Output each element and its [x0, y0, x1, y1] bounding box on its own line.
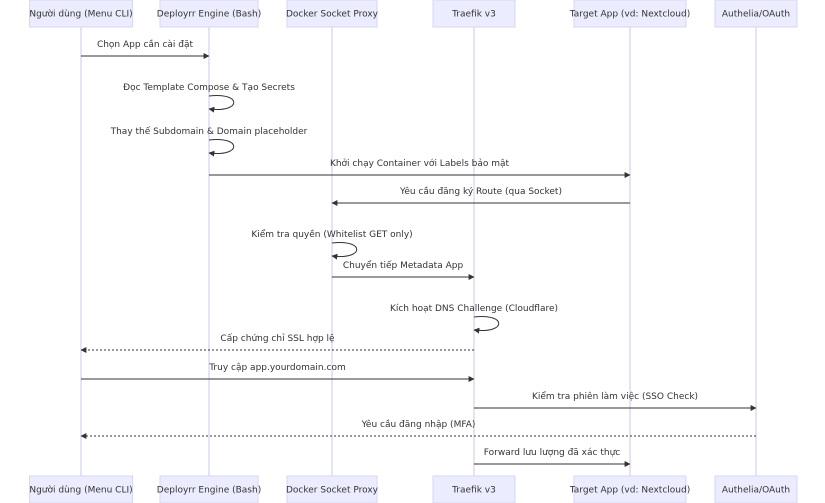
message-label: Đọc Template Compose & Tạo Secrets	[123, 83, 295, 93]
participant-box	[573, 0, 687, 28]
participant-top: Người dùng (Menu CLI)	[29, 0, 133, 28]
message-label: Kiểm tra phiên làm việc (SSO Check)	[532, 391, 698, 402]
participant-box	[159, 0, 259, 28]
message-label: Cấp chứng chỉ SSL hợp lệ	[220, 333, 335, 344]
participant-label: Docker Socket Proxy	[286, 486, 379, 496]
participant-label: Deployrr Engine (Bash)	[157, 486, 261, 496]
participant-label: Docker Socket Proxy	[286, 10, 379, 20]
message: Yêu cầu đăng nhập (MFA)	[80, 419, 756, 439]
message-label: Chuyển tiếp Metadata App	[343, 260, 464, 271]
message: Chọn App cần cài đặt	[81, 39, 210, 59]
message-label: Kiểm tra quyền (Whitelist GET only)	[251, 229, 412, 240]
message: Chuyển tiếp Metadata App	[332, 260, 475, 280]
self-message-arrow	[208, 95, 235, 113]
participant-label: Người dùng (Menu CLI)	[29, 9, 132, 20]
participant-box	[286, 475, 378, 503]
participant-box	[573, 475, 687, 503]
participant-label: Người dùng (Menu CLI)	[29, 485, 132, 496]
message-label: Forward lưu lượng đã xác thực	[484, 448, 620, 458]
self-message-arrow	[331, 242, 358, 260]
message: Khởi chạy Container với Labels bảo mật	[209, 158, 631, 178]
message: Forward lưu lượng đã xác thực	[474, 448, 631, 467]
message: Kiểm tra phiên làm việc (SSO Check)	[474, 391, 757, 411]
participants: Người dùng (Menu CLI) Người dùng (Menu CL…	[29, 0, 798, 503]
self-message-arrow	[473, 316, 500, 334]
message-label: Yêu cầu đăng nhập (MFA)	[361, 419, 476, 430]
message-label: Truy cập app.yourdomain.com	[208, 363, 345, 373]
participant-box	[432, 0, 516, 28]
participant-box	[29, 475, 133, 503]
participant-top: Docker Socket Proxy	[286, 0, 379, 28]
message: Kích hoạt DNS Challenge (Cloudflare)	[390, 304, 558, 334]
message-label: Khởi chạy Container với Labels bảo mật	[330, 158, 510, 169]
message: Truy cập app.yourdomain.com	[81, 363, 475, 382]
participant-top: Deployrr Engine (Bash)	[157, 0, 261, 28]
message-label: Chọn App cần cài đặt	[97, 39, 194, 50]
participant-bottom: Traefik v3	[432, 475, 516, 503]
participant-top: Traefik v3	[432, 0, 516, 28]
participant-top: Target App (vd: Nextcloud)	[569, 0, 690, 28]
message: Thay thế Subdomain & Domain placeholder	[110, 126, 308, 157]
participant-box	[714, 0, 798, 28]
message: Yêu cầu đăng ký Route (qua Socket)	[331, 186, 630, 206]
participant-bottom: Deployrr Engine (Bash)	[157, 475, 261, 503]
participant-label: Target App (vd: Nextcloud)	[569, 10, 690, 20]
participant-box	[159, 475, 259, 503]
participant-bottom: Authelia/OAuth	[714, 475, 798, 503]
participant-top: Authelia/OAuth	[714, 0, 798, 28]
participant-bottom: Docker Socket Proxy	[286, 475, 379, 503]
participant-box	[286, 0, 378, 28]
participant-bottom: Target App (vd: Nextcloud)	[569, 475, 690, 503]
message: Kiểm tra quyền (Whitelist GET only)	[251, 229, 413, 260]
self-message-arrow	[208, 139, 235, 157]
message-label: Thay thế Subdomain & Domain placeholder	[110, 126, 308, 137]
participant-box	[432, 475, 516, 503]
participant-label: Deployrr Engine (Bash)	[157, 10, 261, 20]
participant-bottom: Người dùng (Menu CLI)	[29, 475, 133, 503]
participant-label: Target App (vd: Nextcloud)	[569, 486, 690, 496]
participant-box	[714, 475, 798, 503]
participant-label: Authelia/OAuth	[722, 486, 790, 496]
participant-label: Authelia/OAuth	[722, 10, 790, 20]
participant-box	[29, 0, 133, 28]
message-label: Kích hoạt DNS Challenge (Cloudflare)	[390, 304, 558, 314]
participant-label: Traefik v3	[451, 486, 496, 496]
message: Cấp chứng chỉ SSL hợp lệ	[80, 333, 474, 353]
participant-label: Traefik v3	[451, 10, 496, 20]
lifelines	[80, 27, 757, 476]
message-label: Yêu cầu đăng ký Route (qua Socket)	[399, 186, 562, 197]
message: Đọc Template Compose & Tạo Secrets	[123, 83, 295, 113]
